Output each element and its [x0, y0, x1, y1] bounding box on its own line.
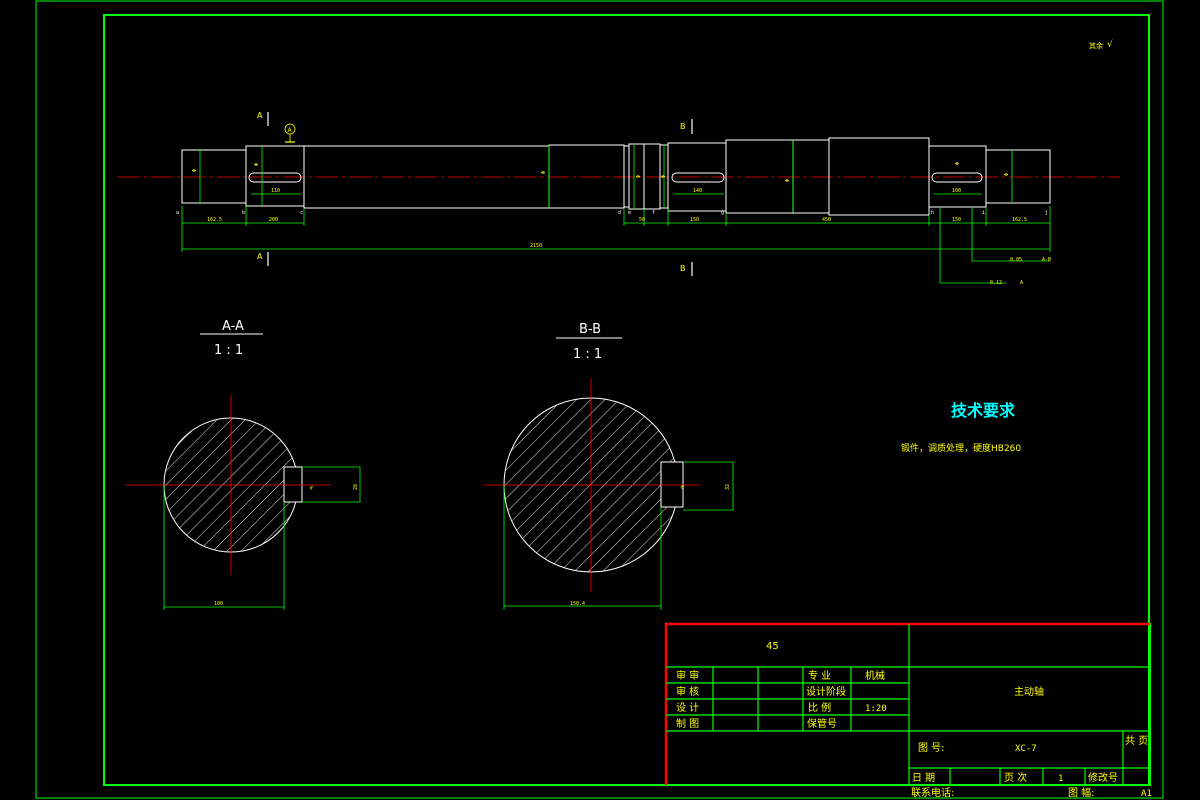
title-block: 45 主动轴 审 审 审 核 设 计 制 图 专 业 设计阶段 比 例 保管号 … [664, 622, 1152, 799]
roughness-label: 其余 [1089, 41, 1103, 50]
row-1-value: 机械 [865, 669, 885, 682]
surface-roughness-note: 其余 √ [1089, 39, 1113, 50]
section-a-key-width: 28 [353, 484, 359, 490]
point-e: e [628, 210, 631, 216]
tolerance-1-ref: A-B [1042, 257, 1051, 263]
roughness-symbol: √ [1107, 39, 1113, 50]
technical-requirements: 技术要求 锻件，调质处理，硬度HB260 [901, 401, 1021, 454]
section-b-key-depth: 6 [679, 484, 685, 490]
seg-len-7: 162.5 [1012, 217, 1027, 223]
dia-label-6: Φ [785, 179, 791, 182]
date-label: 日 期 [912, 772, 935, 784]
page-value: 1 [1058, 774, 1063, 784]
keyway-a [248, 172, 302, 183]
point-f: f [652, 210, 655, 216]
dia-label-8: Φ [955, 162, 961, 165]
keyway-c [931, 172, 983, 183]
row-3-value: 1:20 [865, 704, 887, 714]
section-b-title: B-B [579, 322, 601, 337]
tech-req-text: 锻件，调质处理，硬度HB260 [901, 442, 1021, 454]
point-j: j [1045, 210, 1048, 216]
shaft-outline [181, 137, 1051, 216]
dia-label-1: Φ [192, 169, 198, 172]
row-2-field: 设计阶段 [806, 685, 846, 698]
dia-label-5: Φ [661, 175, 667, 178]
drawing-no-label: 图 号: [918, 742, 945, 754]
page-label: 页 次 [1004, 771, 1027, 784]
row-4-label: 制 图 [676, 717, 699, 730]
datum-symbol: A [284, 123, 296, 143]
key-length-3: 100 [952, 188, 961, 194]
row-4-field: 保管号 [807, 717, 837, 730]
diameter-dimensions [199, 140, 1013, 213]
material: 45 [766, 641, 779, 652]
row-2-label: 审 核 [676, 685, 699, 698]
dia-label-4: Φ [636, 175, 642, 178]
section-a-scale: 1 : 1 [214, 343, 243, 358]
tolerance-labels: 0.05 A-B 0.12 A [990, 257, 1051, 286]
section-b-diameter: 150.4 [570, 601, 585, 607]
tolerance-leaders [939, 207, 1050, 284]
sheet-size-label: 图 幅: [1068, 786, 1095, 799]
cut-a-bottom: A [257, 252, 263, 261]
point-i: i [982, 210, 985, 216]
segment-dim-chain [181, 206, 1051, 252]
point-d: d [618, 210, 621, 216]
dia-label-7: Φ [1004, 173, 1010, 176]
section-a-a: A-A 1 : 1 6 28 100 [125, 319, 361, 610]
section-b-b: B-B 1 : 1 6 32 150.4 [484, 322, 734, 610]
inner-frame [103, 14, 1150, 786]
shaft-main-view: Φ Φ Φ Φ Φ Φ Φ Φ 110 140 100 [118, 111, 1120, 286]
tech-req-title: 技术要求 [951, 401, 1016, 420]
dia-label-3: Φ [541, 171, 547, 174]
section-b-scale: 1 : 1 [573, 347, 602, 362]
cut-b-bottom: B [680, 264, 686, 273]
row-3-label: 设 计 [676, 701, 699, 714]
point-c: c [300, 210, 303, 216]
row-1-label: 审 审 [676, 669, 699, 682]
dia-label-2: Φ [254, 163, 260, 166]
seg-len-4: 150 [690, 217, 699, 223]
section-cut-markers [267, 112, 693, 276]
segment-dim-labels: 162.5 200 50 150 450 150 162.5 2150 [207, 217, 1027, 249]
key-length-1: 110 [271, 188, 280, 194]
section-a-diameter: 100 [214, 601, 223, 607]
section-cut-letters: A A B B [257, 111, 686, 273]
row-1-field: 专 业 [808, 669, 831, 682]
seg-len-5: 450 [822, 217, 831, 223]
row-3-field: 比 例 [808, 701, 831, 714]
outer-frame [35, 0, 1164, 799]
diameter-labels: Φ Φ Φ Φ Φ Φ Φ Φ [192, 162, 1010, 182]
revision-label: 修改号 [1088, 771, 1118, 784]
tolerance-2-ref: A [1020, 280, 1023, 286]
part-name: 主动轴 [1014, 685, 1044, 698]
section-b-key-width: 32 [725, 484, 731, 490]
seg-len-2: 200 [269, 217, 278, 223]
sheet-size: A1 [1141, 789, 1152, 799]
keyway-b [671, 172, 725, 183]
drawing-no: XC-7 [1015, 744, 1037, 754]
point-a: a [176, 210, 179, 216]
section-a-title: A-A [222, 319, 244, 334]
datum-letter: A [288, 127, 293, 134]
key-length-labels: 110 140 100 [271, 188, 961, 194]
point-h: h [931, 210, 934, 216]
seg-len-6: 150 [952, 217, 961, 223]
cut-a-top: A [257, 111, 263, 120]
seg-len-1: 162.5 [207, 217, 222, 223]
overall-length: 2150 [530, 243, 542, 249]
tolerance-2-value: 0.12 [990, 280, 1002, 286]
cut-b-top: B [680, 122, 686, 131]
contact-label: 联系电话: [911, 786, 954, 799]
sheet-count-label: 共 页 [1125, 735, 1148, 747]
section-a-key-depth: 6 [308, 485, 314, 491]
point-g: g [721, 210, 724, 216]
point-b: b [242, 210, 245, 216]
tolerance-1-value: 0.05 [1010, 257, 1022, 263]
key-length-2: 140 [693, 188, 702, 194]
seg-len-3: 50 [639, 217, 645, 223]
point-labels: a b c d e f g h i j [176, 210, 1048, 216]
